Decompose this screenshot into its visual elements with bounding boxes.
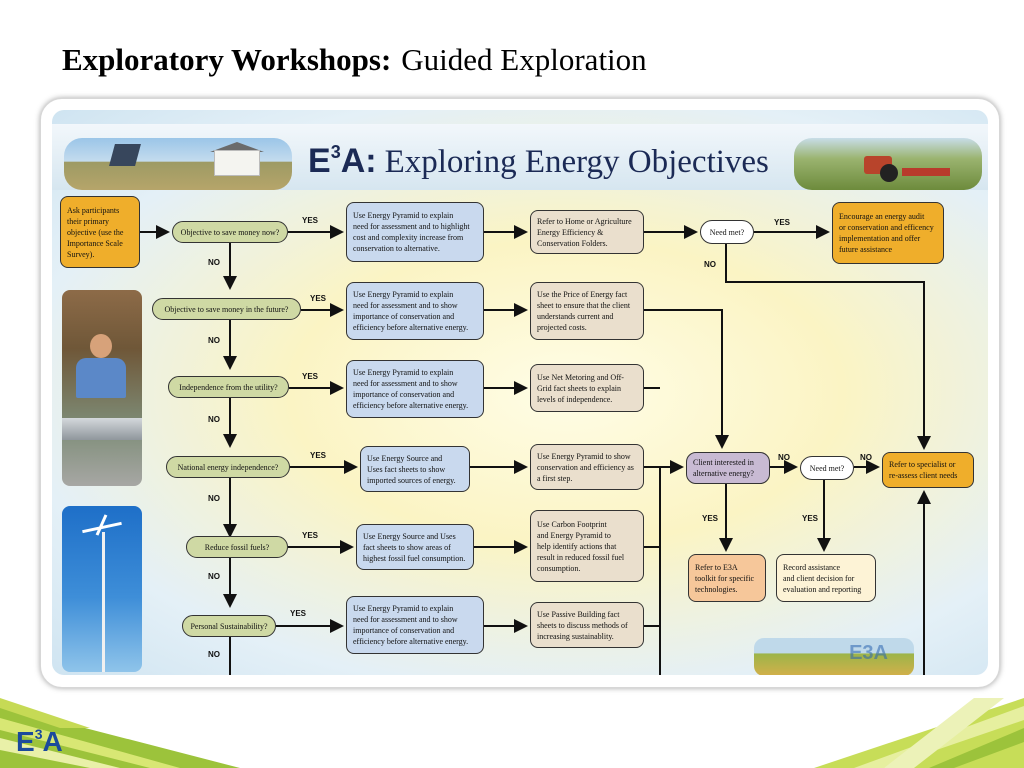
poster-banner: E3A:Exploring Energy Objectives xyxy=(52,124,988,190)
label-yes-3: YES xyxy=(302,372,319,381)
decision-reduce-fossil-fuels: Reduce fossil fuels? xyxy=(186,536,288,558)
flow-connectors xyxy=(140,225,931,675)
decision-utility-independence: Independence from the utility? xyxy=(168,376,289,398)
footer-stripes-left xyxy=(0,698,240,768)
need-met-decision-1: Need met? xyxy=(700,220,754,244)
footer-stripes-right xyxy=(814,698,1024,768)
label-yes-4: YES xyxy=(310,451,327,460)
label-no-2: NO xyxy=(208,336,220,345)
tractor-photo xyxy=(794,138,982,190)
label-no-client: NO xyxy=(778,453,790,462)
slide-title: Exploratory Workshops: Guided Exploration xyxy=(62,42,647,78)
label-yes-5: YES xyxy=(302,531,319,540)
label-no-4: NO xyxy=(208,494,220,503)
decision-save-money-future: Objective to save money in the future? xyxy=(152,298,301,320)
decision-national-independence: National energy independence? xyxy=(166,456,290,478)
decision-personal-sustainability: Personal Sustainability? xyxy=(182,615,276,637)
label-no-3: NO xyxy=(208,415,220,424)
poster-title-text: Exploring Energy Objectives xyxy=(384,144,769,180)
label-no-need-met-2: NO xyxy=(860,453,872,462)
footer-logo: E3A xyxy=(16,726,63,757)
label-yes-2: YES xyxy=(310,294,327,303)
wind-turbine-photo xyxy=(62,506,142,672)
farmhouse-solar-photo xyxy=(64,138,292,190)
farmer-photo xyxy=(62,290,142,486)
label-yes-need-met-1: YES xyxy=(774,218,791,227)
energy-objectives-poster: E3A:Exploring Energy Objectives E3A xyxy=(52,110,988,675)
label-yes-client: YES xyxy=(702,514,719,523)
poster-logo: E3A: xyxy=(308,142,377,180)
label-yes-1: YES xyxy=(302,216,319,225)
label-yes-need-met-2: YES xyxy=(802,514,819,523)
label-no-5: NO xyxy=(208,572,220,581)
reference-box-3: Use Net Metoring and Off-Grid fact sheet… xyxy=(530,364,644,412)
need-met-decision-2: Need met? xyxy=(800,456,854,480)
slide-title-rest: Guided Exploration xyxy=(401,42,647,77)
label-no-6: NO xyxy=(208,650,220,659)
poster-title: E3A:Exploring Energy Objectives xyxy=(308,142,769,181)
label-no-1: NO xyxy=(208,258,220,267)
label-yes-6: YES xyxy=(290,609,307,618)
label-no-need-met-1: NO xyxy=(704,260,716,269)
decision-save-money-now: Objective to save money now? xyxy=(172,221,288,243)
slide-title-bold: Exploratory Workshops: xyxy=(62,42,392,77)
field-mark: E3A xyxy=(849,642,888,664)
field-e3a-photo: E3A xyxy=(754,638,914,675)
